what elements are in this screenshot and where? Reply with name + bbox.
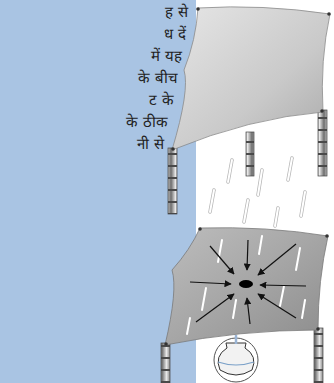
pole	[318, 110, 327, 176]
text-fragment: में यह	[151, 47, 182, 65]
text-fragment: के बीच	[138, 69, 178, 87]
side-panel	[0, 0, 196, 383]
text-fragment: ध दें	[164, 25, 186, 43]
text-fragment: ह से	[165, 3, 188, 21]
text-fragment: ट के	[149, 91, 174, 109]
flow-arrow	[190, 240, 306, 324]
hole	[239, 280, 253, 288]
pole	[314, 328, 323, 383]
text-fragment: नी से	[137, 135, 164, 153]
rain-streaks	[187, 236, 305, 334]
cloth-sheet	[172, 7, 330, 150]
cloth-sheet	[165, 228, 328, 345]
text-fragment: के ठीक	[126, 113, 168, 131]
pole	[161, 343, 170, 383]
pot	[218, 343, 254, 375]
pole	[246, 132, 254, 176]
pole	[168, 148, 177, 214]
pot-callout	[214, 338, 258, 382]
